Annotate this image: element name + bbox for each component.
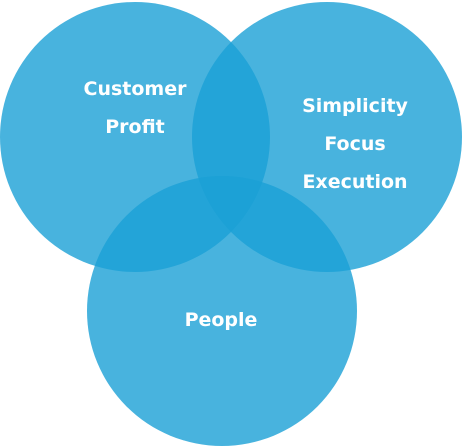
label-line-simplicity: Simplicity [302, 95, 408, 117]
label-line-people: People [184, 309, 258, 331]
label-line-customer: Customer [83, 78, 187, 100]
circle-people [87, 176, 357, 446]
label-simplicity-focus-execution: Simplicity Focus Execution [302, 87, 408, 201]
label-people: People [185, 301, 258, 339]
label-line-execution: Execution [302, 171, 408, 193]
label-customer-profit: Customer Profit [84, 70, 187, 146]
label-line-focus: Focus [324, 133, 386, 155]
label-line-profit: Profit [105, 116, 165, 138]
